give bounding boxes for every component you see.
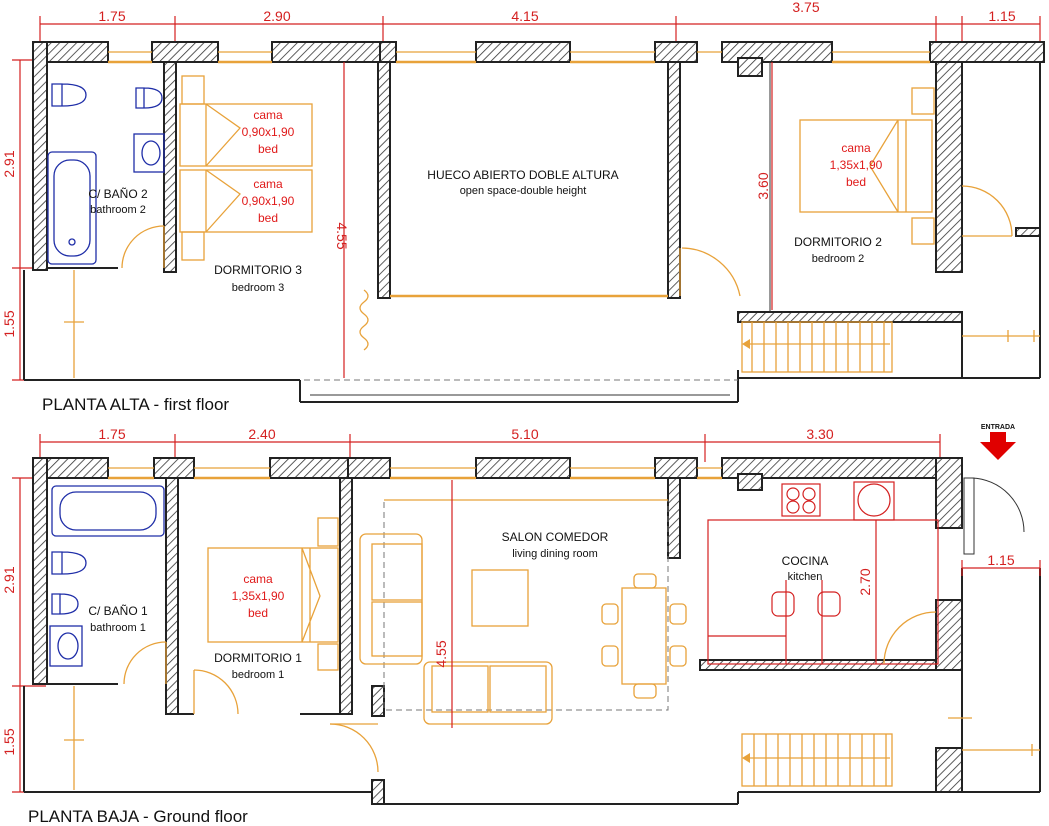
ground-dim-left-2: 1.55 bbox=[1, 728, 17, 755]
hall-door bbox=[329, 723, 379, 773]
upper-stairs bbox=[741, 321, 1040, 373]
living-room-furniture bbox=[359, 480, 687, 728]
bedroom-1-furniture bbox=[193, 517, 339, 715]
toilet-icon bbox=[51, 551, 87, 575]
entry-label: ENTRADA bbox=[981, 424, 1015, 431]
upper-outline bbox=[23, 62, 1041, 403]
bed1-name: DORMITORIO 1 bbox=[214, 651, 302, 665]
bed2-l2: 1,35x1,90 bbox=[830, 158, 883, 172]
upper-dim-top-4: 3.75 bbox=[792, 0, 819, 15]
bed1-l2: 1,35x1,90 bbox=[232, 589, 285, 603]
bed3-name: DORMITORIO 3 bbox=[214, 263, 302, 277]
bath2-name: C/ BAÑO 2 bbox=[88, 187, 148, 201]
bidet-icon bbox=[51, 593, 79, 615]
bed3b-l2: 0,90x1,90 bbox=[242, 194, 295, 208]
sink-icon bbox=[49, 625, 83, 667]
washer-icon bbox=[857, 483, 891, 517]
upper-dim-inner-2: 3.60 bbox=[755, 172, 771, 199]
ground-interior-walls bbox=[47, 477, 963, 805]
bath1-name: C/ BAÑO 1 bbox=[88, 604, 148, 618]
upper-floor-title: PLANTA ALTA - first floor bbox=[42, 395, 229, 414]
bed3a-l2: 0,90x1,90 bbox=[242, 125, 295, 139]
sofa-icon bbox=[423, 661, 553, 725]
bathtub-icon bbox=[47, 151, 97, 265]
void-sub: open space-double height bbox=[460, 185, 587, 197]
upper-hall-door bbox=[681, 247, 741, 297]
bed3b-l1: cama bbox=[253, 177, 283, 191]
upper-dim-top-5: 1.15 bbox=[988, 8, 1015, 24]
ground-dim-top-4: 3.30 bbox=[806, 426, 833, 442]
sofa-icon bbox=[359, 533, 423, 665]
hob-icon bbox=[781, 483, 821, 517]
living-name: SALON COMEDOR bbox=[502, 530, 609, 544]
entry-arrow-icon bbox=[980, 432, 1016, 460]
upper-exterior-walls bbox=[32, 41, 1045, 273]
bidet-icon bbox=[135, 87, 163, 109]
bed3a-l1: cama bbox=[253, 108, 283, 122]
dining-table bbox=[621, 587, 667, 685]
bed3b-l3: bed bbox=[258, 211, 278, 225]
toilet-icon bbox=[51, 83, 87, 107]
upper-dim-inner-1: 4.55 bbox=[334, 222, 350, 249]
ground-dim-top-1: 1.75 bbox=[98, 426, 125, 442]
kitchen-sub: kitchen bbox=[788, 571, 823, 583]
ground-dim-inner-3: 1.15 bbox=[987, 552, 1014, 568]
upper-interior-walls bbox=[47, 61, 771, 312]
upper-dim-left-1: 2.91 bbox=[1, 150, 17, 177]
bed2-l1: cama bbox=[841, 141, 871, 155]
ground-floor-title: PLANTA BAJA - Ground floor bbox=[28, 807, 248, 826]
bed2-name: DORMITORIO 2 bbox=[794, 235, 882, 249]
upper-dim-left-2: 1.55 bbox=[1, 310, 17, 337]
bathroom-1-fixtures bbox=[49, 485, 167, 790]
upper-floor-plan: 1.75 2.90 4.15 3.75 1.15 2.91 1.55 bbox=[1, 0, 1045, 414]
bath1-sub: bathroom 1 bbox=[90, 622, 146, 634]
bedroom-2-furniture bbox=[771, 62, 1013, 310]
bedroom-3-beds bbox=[179, 62, 345, 378]
bed1-sub: bedroom 1 bbox=[232, 669, 285, 681]
ground-dim-top-2: 2.40 bbox=[248, 426, 275, 442]
upper-dim-top-2: 2.90 bbox=[263, 8, 290, 24]
bed1-l3: bed bbox=[248, 606, 268, 620]
ground-dim-inner-2: 2.70 bbox=[857, 568, 873, 595]
kitchen-name: COCINA bbox=[782, 554, 829, 568]
coffee-table bbox=[471, 569, 529, 627]
bed1-l1: cama bbox=[243, 572, 273, 586]
kitchen-furniture bbox=[707, 481, 939, 665]
bed3a-l3: bed bbox=[258, 142, 278, 156]
ground-floor-plan: 1.75 2.40 5.10 3.30 ENTRADA 2.91 1.55 bbox=[1, 424, 1041, 826]
bathtub-icon bbox=[51, 485, 165, 537]
sink-icon bbox=[133, 133, 165, 173]
bathroom-2-fixtures bbox=[47, 83, 165, 378]
ground-dim-top-3: 5.10 bbox=[511, 426, 538, 442]
bath2-sub: bathroom 2 bbox=[90, 204, 146, 216]
upper-dim-top-3: 4.15 bbox=[511, 8, 538, 24]
living-sub: living dining room bbox=[512, 548, 598, 560]
upper-dim-top-1: 1.75 bbox=[98, 8, 125, 24]
bed2-l3: bed bbox=[846, 175, 866, 189]
curtain-icon bbox=[359, 289, 369, 351]
void-name: HUECO ABIERTO DOBLE ALTURA bbox=[427, 168, 618, 182]
ground-dim-left-1: 2.91 bbox=[1, 566, 17, 593]
bed2-sub: bedroom 2 bbox=[812, 253, 865, 265]
ground-stairs bbox=[741, 717, 1040, 787]
ground-exterior-walls bbox=[32, 457, 963, 793]
upper-top-dimension-line bbox=[39, 16, 1041, 44]
entry-door bbox=[971, 477, 1025, 533]
bed3-sub: bedroom 3 bbox=[232, 282, 285, 294]
ground-dim-inner-1: 4.55 bbox=[433, 640, 449, 667]
